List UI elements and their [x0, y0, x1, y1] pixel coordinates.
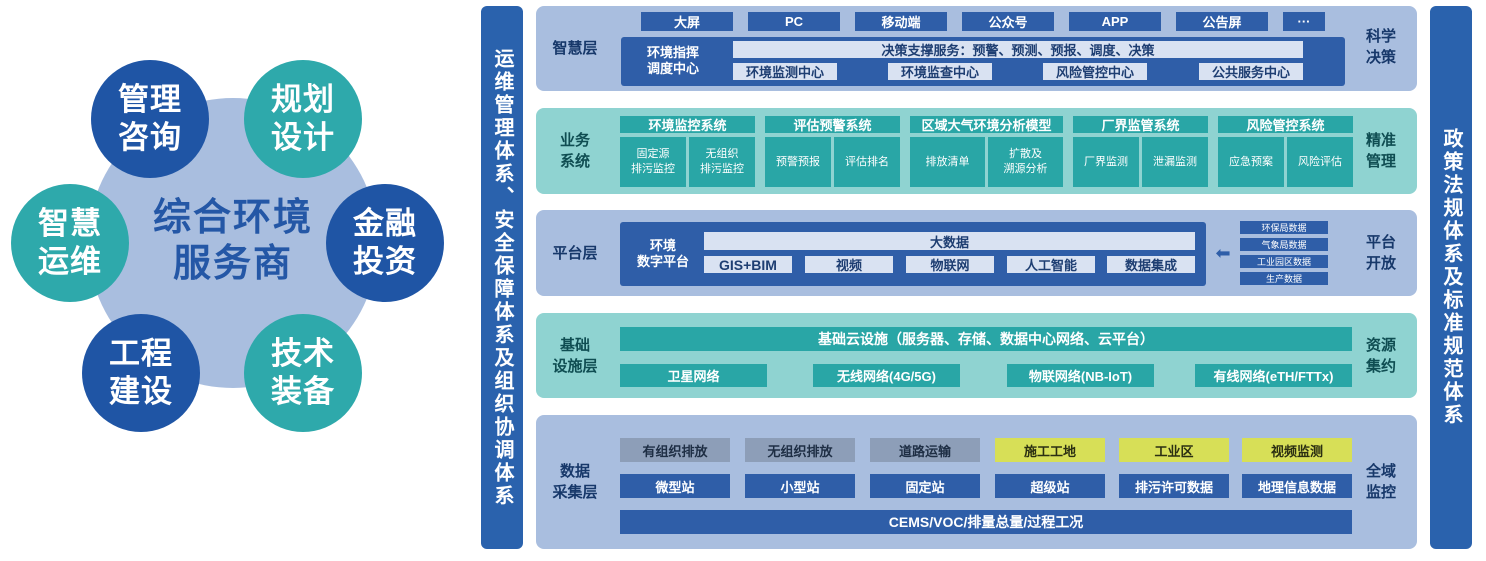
system-boundary-supervision: 厂界监管系统: [1073, 116, 1208, 133]
sat-engineering: 工程 建设: [82, 314, 200, 432]
cloud-infrastructure-bar: 基础云设施（服务器、存储、数据中心网络、云平台）: [620, 327, 1352, 351]
item-unorganized: 无组织 排污监控: [689, 137, 755, 187]
left-system-bar: 运维管理体系、安全保障体系及组织协调体系: [481, 6, 523, 549]
channel-mobile: 移动端: [855, 12, 947, 31]
center-public-service: 公共服务中心: [1199, 63, 1303, 80]
sat-tech-equipment: 技术 装备: [244, 314, 362, 432]
module-ai: 人工智能: [1007, 256, 1095, 273]
data-geographic-info: 地理信息数据: [1242, 474, 1352, 498]
module-iot: 物联网: [906, 256, 994, 273]
sat-finance-investment: 金融 投资: [326, 184, 444, 302]
right-system-bar: 政策法规体系及标准规范体系: [1430, 6, 1472, 549]
business-layer-title: 业务 系统: [559, 132, 590, 170]
big-data-bar: 大数据: [704, 232, 1195, 250]
item-risk-assessment: 风险评估: [1287, 137, 1353, 187]
channel-app: APP: [1069, 12, 1161, 31]
channel-pc: PC: [748, 12, 840, 31]
center-risk-control: 风险管控中心: [1043, 63, 1147, 80]
network-satellite: 卫星网络: [620, 364, 767, 387]
collect-layer-title: 数据 采集层: [552, 463, 598, 501]
business-layer-right-label: 精准 管理: [1365, 132, 1396, 170]
source-organized-emission: 有组织排放: [620, 438, 730, 462]
item-boundary-monitoring: 厂界监测: [1073, 137, 1139, 187]
system-risk-control: 风险管控系统: [1218, 116, 1353, 133]
item-assessment-rank: 评估排名: [834, 137, 900, 187]
module-video: 视频: [805, 256, 893, 273]
source-weather-data: 气象局数据: [1240, 238, 1328, 251]
item-emission-inventory: 排放清单: [910, 137, 985, 187]
sat-smart-ops: 智慧 运维: [11, 184, 129, 302]
module-data-integration: 数据集成: [1107, 256, 1195, 273]
source-construction-site: 施工工地: [995, 438, 1105, 462]
station-micro: 微型站: [620, 474, 730, 498]
core-label: 综合环境 服务商: [152, 197, 313, 285]
station-super: 超级站: [995, 474, 1105, 498]
command-center-label: 环境指挥 调度中心: [646, 45, 699, 76]
source-unorganized-emission: 无组织排放: [745, 438, 855, 462]
channel-bulletin-screen: 公告屏: [1176, 12, 1268, 31]
smart-layer-right-label: 科学 决策: [1365, 28, 1396, 66]
system-env-monitoring: 环境监控系统: [620, 116, 755, 133]
cems-voc-bar: CEMS/VOC/排量总量/过程工况: [620, 510, 1352, 534]
source-road-transport: 道路运输: [870, 438, 980, 462]
decision-support-bar: 决策支撑服务：预警、预测、预报、调度、决策: [733, 41, 1303, 58]
source-industrial-park-data: 工业园区数据: [1240, 255, 1328, 268]
center-monitoring: 环境监测中心: [733, 63, 837, 80]
item-fixed-source: 固定源 排污监控: [620, 137, 686, 187]
infra-layer-right-label: 资源 集约: [1365, 337, 1396, 375]
platform-layer-right-label: 平台 开放: [1365, 234, 1396, 272]
right-system-bar-label: 政策法规体系及标准规范体系: [1440, 128, 1462, 427]
center-inspection: 环境监查中心: [888, 63, 992, 80]
item-warning-forecast: 预警预报: [765, 137, 831, 187]
source-epb-data: 环保局数据: [1240, 221, 1328, 234]
item-diffusion-tracing: 扩散及 溯源分析: [988, 137, 1063, 187]
source-industrial-zone: 工业区: [1119, 438, 1229, 462]
source-production-data: 生产数据: [1240, 272, 1328, 285]
infra-layer-title: 基础 设施层: [552, 337, 598, 375]
sat-management-consulting: 管理 咨询: [91, 60, 209, 178]
digital-platform-label: 环境 数字平台: [636, 238, 689, 269]
smart-layer-title: 智慧层: [552, 39, 598, 57]
system-assessment-warning: 评估预警系统: [765, 116, 900, 133]
data-inflow-arrow-icon: ⬅: [1215, 242, 1231, 263]
channel-big-screen: 大屏: [641, 12, 733, 31]
left-system-bar-label: 运维管理体系、安全保障体系及组织协调体系: [491, 47, 513, 508]
channel-official-account: 公众号: [962, 12, 1054, 31]
source-video-monitoring: 视频监测: [1242, 438, 1352, 462]
collect-layer-right-label: 全域 监控: [1365, 463, 1396, 501]
network-iot: 物联网络(NB-IoT): [1007, 364, 1154, 387]
item-leak-monitoring: 泄漏监测: [1142, 137, 1208, 187]
data-discharge-permit: 排污许可数据: [1119, 474, 1229, 498]
channel-more: ···: [1283, 12, 1325, 31]
station-small: 小型站: [745, 474, 855, 498]
sat-planning-design: 规划 设计: [244, 60, 362, 178]
network-wired: 有线网络(eTH/FTTx): [1195, 364, 1352, 387]
module-gis-bim: GIS+BIM: [704, 256, 792, 273]
station-fixed: 固定站: [870, 474, 980, 498]
system-regional-air-model: 区域大气环境分析模型: [910, 116, 1063, 133]
item-emergency-plan: 应急预案: [1218, 137, 1284, 187]
platform-layer-title: 平台层: [552, 244, 598, 262]
network-wireless: 无线网络(4G/5G): [813, 364, 960, 387]
